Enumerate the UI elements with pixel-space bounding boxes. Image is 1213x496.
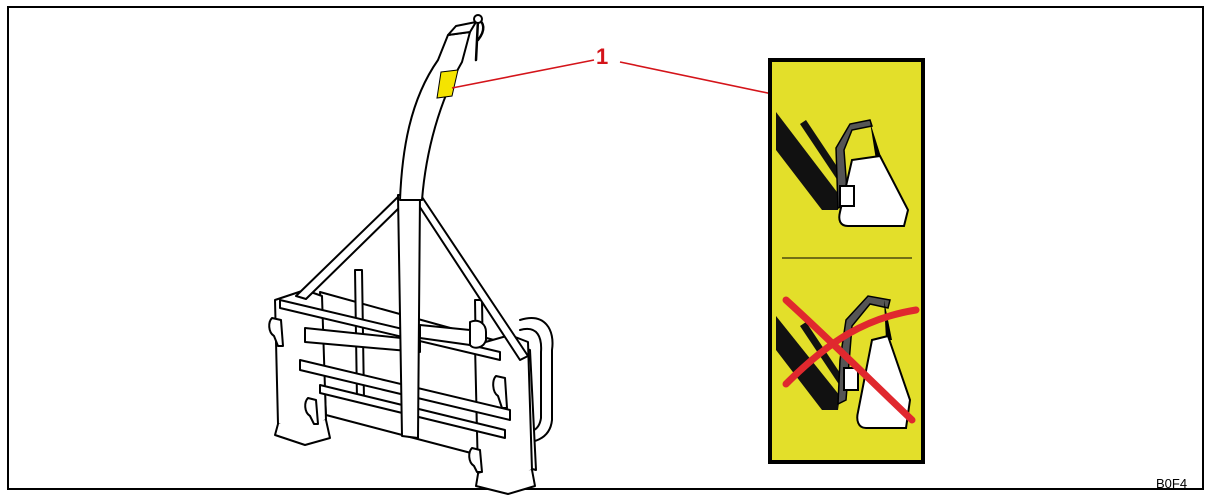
hook-incorrect-icon [776, 295, 920, 429]
safety-label [768, 58, 925, 464]
figure-code: B0F4 [1156, 476, 1188, 491]
decal-location-highlight [436, 69, 459, 99]
hook-correct-icon [776, 112, 910, 227]
fork-carriage-frame [268, 14, 554, 495]
figure-frame [7, 6, 1204, 490]
prohibition-cross [782, 296, 920, 424]
callout-number: 1 [596, 44, 609, 69]
